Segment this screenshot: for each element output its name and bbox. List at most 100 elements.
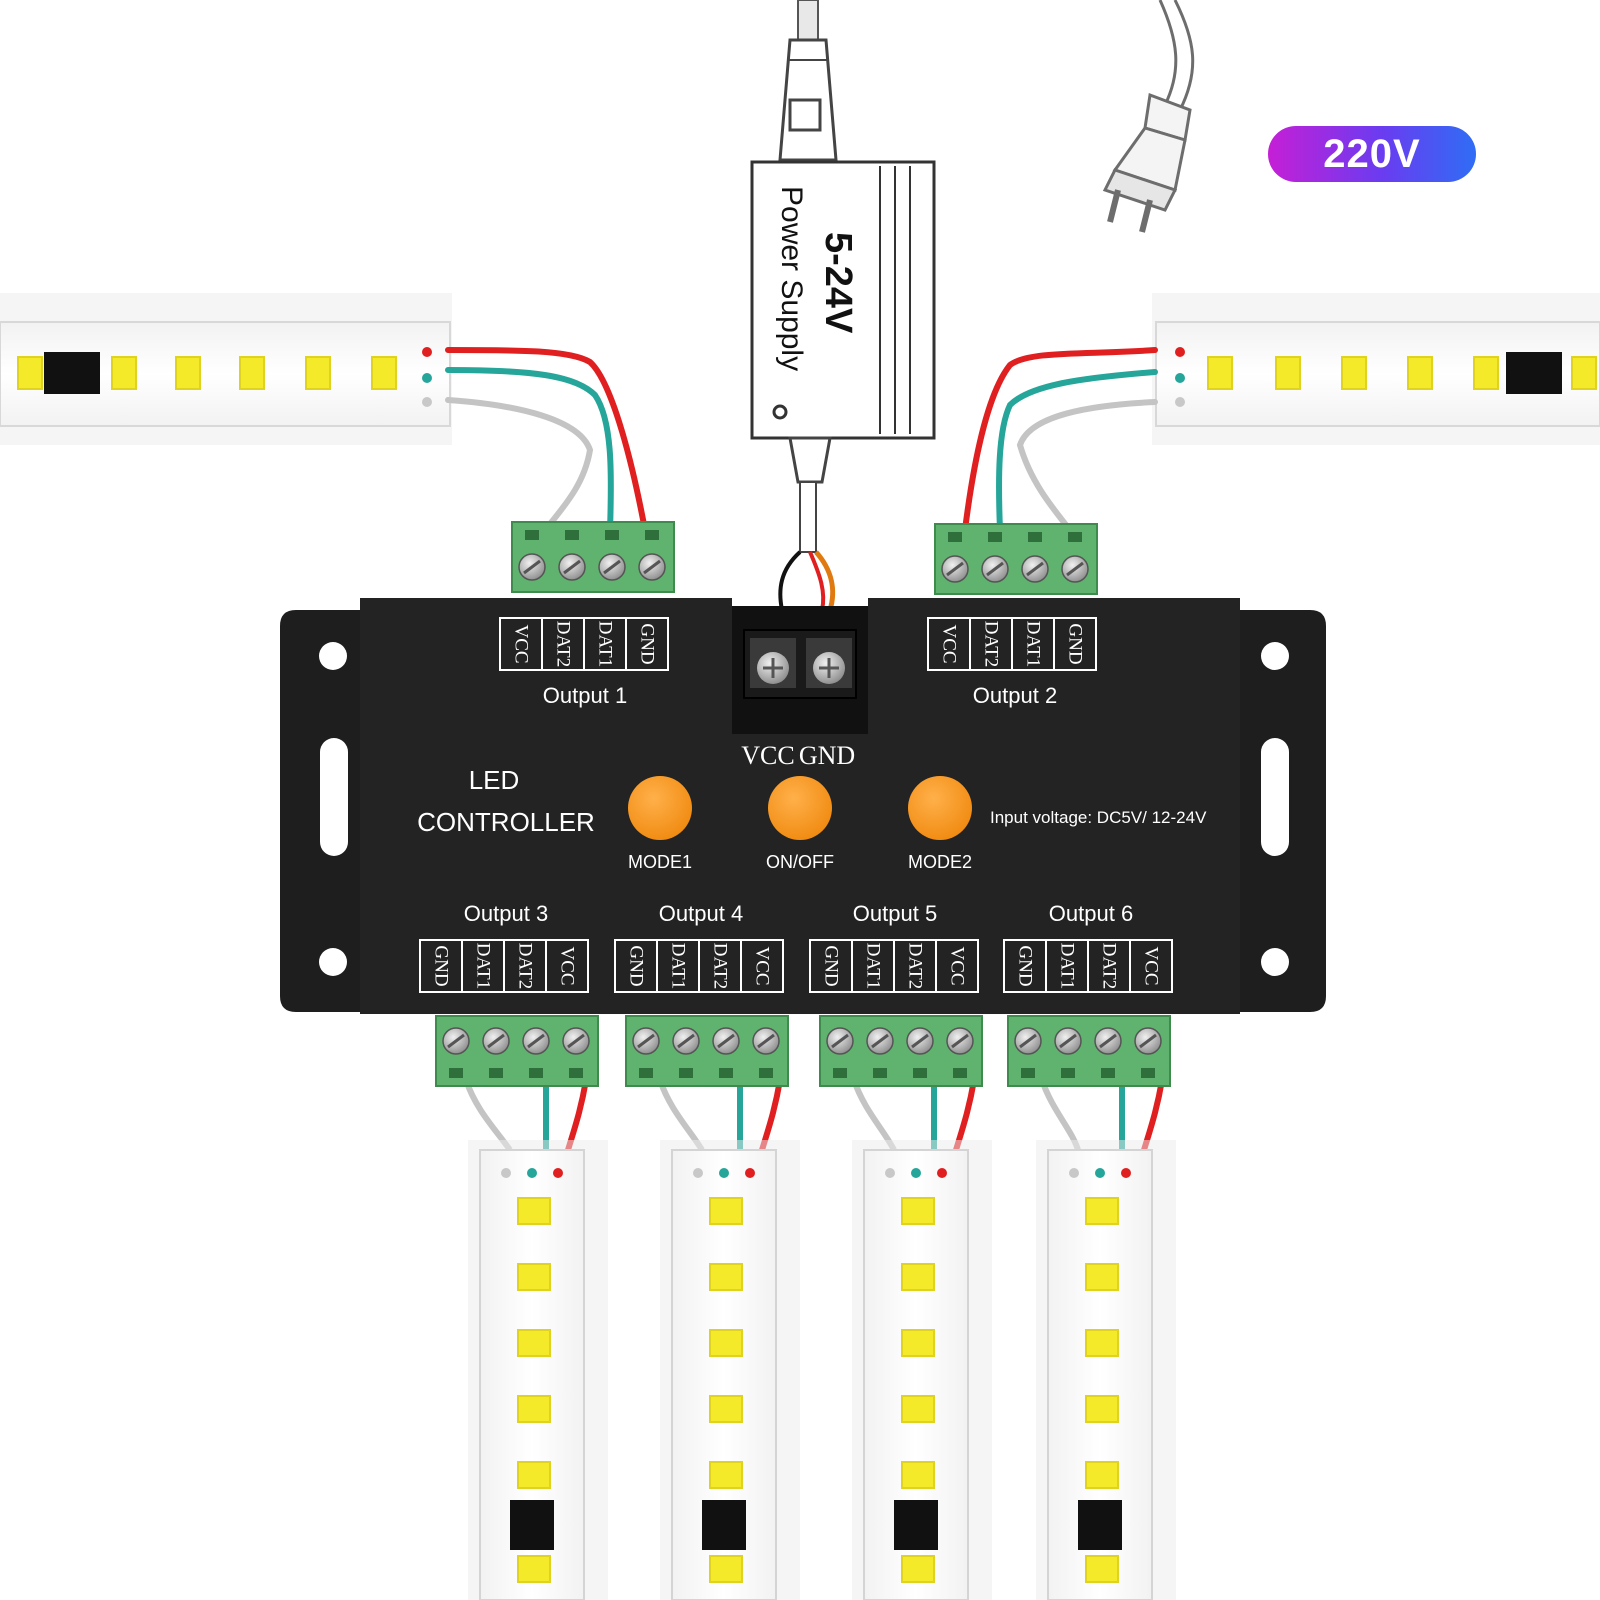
led-strip-left [0,293,452,445]
ic-chip [1078,1500,1122,1550]
led-strip-output-6 [1036,1079,1176,1600]
led-chip [1085,1555,1119,1583]
pin-label-vcc: VCC [557,946,578,985]
pin-label-vcc: VCC [1141,946,1162,985]
led-chip [111,356,137,390]
led-strip-output-3 [463,1079,608,1600]
output-1: VCC DAT2 DAT1 GND Output 1 [499,521,675,708]
pin-label-gnd: GND [1015,945,1036,986]
mode2-button-label: MODE2 [908,852,972,872]
pin-label-dat2: DAT2 [905,943,926,989]
pin-label-dat1: DAT1 [595,621,616,667]
terminal-block [511,521,675,593]
pin-label-dat2: DAT2 [1099,943,1120,989]
onoff-button[interactable]: ON/OFF [766,776,834,872]
output-3: GND DAT1 DAT2 VCC Output 3 [419,901,599,1087]
wires-output-2 [962,347,1158,533]
voltage-badge: 220V [1268,126,1476,182]
dc-connector-icon [788,98,822,132]
led-chip [1085,1395,1119,1423]
ic-chip [702,1500,746,1550]
ic-chip [44,352,100,394]
power-supply: 5-24V Power Supply [750,0,936,611]
terminal-block [1007,1015,1171,1087]
output-3-label: Output 3 [464,901,548,926]
led-chip [709,1329,743,1357]
led-chip [901,1197,935,1225]
led-chip [1085,1329,1119,1357]
pin-label-dat1: DAT1 [473,943,494,989]
mode1-button[interactable]: MODE1 [628,776,692,872]
led-chip [901,1329,935,1357]
power-supply-voltage: 5-24V [817,232,859,334]
led-chip [517,1461,551,1489]
led-chip [709,1555,743,1583]
led-chip [709,1263,743,1291]
led-chip [17,356,43,390]
pin-label-dat2: DAT2 [981,621,1002,667]
pin-label-vcc: VCC [939,624,960,663]
led-chip [901,1395,935,1423]
led-chip [901,1555,935,1583]
pin-label-dat1: DAT1 [1023,621,1044,667]
led-chip [517,1395,551,1423]
led-chip [175,356,201,390]
terminal-block [819,1015,983,1087]
pin-label-gnd: GND [637,623,658,664]
ic-chip [510,1500,554,1550]
pin-label-dat1: DAT1 [863,943,884,989]
output-2-label: Output 2 [973,683,1057,708]
led-chip [1275,356,1301,390]
led-chip [1473,356,1499,390]
led-chip [709,1461,743,1489]
led-chip [901,1461,935,1489]
led-chip [371,356,397,390]
pin-label-gnd: GND [821,945,842,986]
power-input-terminal: VCC GND [741,629,857,770]
onoff-button-label: ON/OFF [766,852,834,872]
output-5-label: Output 5 [853,901,937,926]
pin-label-gnd: GND [431,945,452,986]
led-chip [305,356,331,390]
output-4-label: Output 4 [659,901,743,926]
led-chip [517,1263,551,1291]
led-strip-output-5 [851,1079,992,1600]
power-supply-name: Power Supply [775,186,808,371]
pin-label-dat1: DAT1 [668,943,689,989]
led-chip [709,1395,743,1423]
led-chip [1085,1197,1119,1225]
led-chip [709,1197,743,1225]
led-chip [1341,356,1367,390]
pin-label-dat1: DAT1 [1057,943,1078,989]
led-chip [1207,356,1233,390]
pin-label-vcc: VCC [752,946,773,985]
led-chip [517,1329,551,1357]
output-1-label: Output 1 [543,683,627,708]
mode2-button[interactable]: MODE2 [908,776,972,872]
terminal-block [435,1015,599,1087]
input-voltage-label: Input voltage: DC5V/ 12-24V [990,808,1207,827]
power-terminal-gnd: GND [799,741,855,770]
ic-chip [894,1500,938,1550]
pin-label-dat2: DAT2 [515,943,536,989]
controller-title-line1: LED [469,765,520,795]
plug-icon [1102,0,1195,233]
pin-label-vcc: VCC [947,946,968,985]
output-5: GND DAT1 DAT2 VCC Output 5 [809,901,983,1087]
terminal-block [625,1015,789,1087]
led-chip [1571,356,1597,390]
pin-label-dat2: DAT2 [553,621,574,667]
mode1-button-label: MODE1 [628,852,692,872]
led-chip [1407,356,1433,390]
led-chip [239,356,265,390]
output-6-label: Output 6 [1049,901,1133,926]
led-chip [901,1263,935,1291]
pin-label-dat2: DAT2 [710,943,731,989]
led-chip [1085,1263,1119,1291]
wires-output-1 [445,347,648,533]
pin-label-vcc: VCC [511,624,532,663]
ic-chip [1506,352,1562,394]
